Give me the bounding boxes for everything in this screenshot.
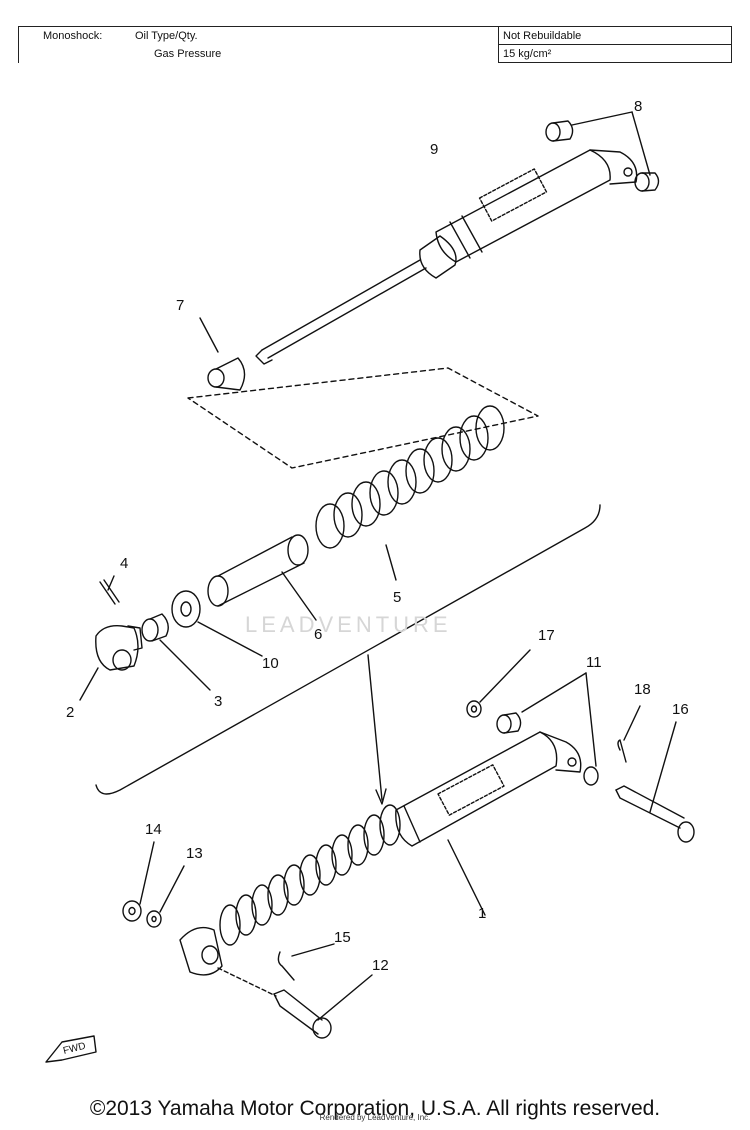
spec-label-cell: Monoshock: Oil Type/Qty. (18, 26, 499, 45)
collar-3 (141, 613, 211, 691)
callout-5: 5 (393, 589, 401, 606)
callout-14: 14 (145, 821, 162, 838)
shock-assembly-1 (179, 731, 582, 976)
cotter-pin-15 (277, 943, 335, 981)
callout-12: 12 (372, 957, 389, 974)
spec-value-oil: Not Rebuildable (498, 26, 732, 45)
bump-stop-7 (199, 317, 246, 391)
callout-10: 10 (262, 655, 279, 672)
fwd-label: FWD (62, 1041, 87, 1057)
spec-group-label: Monoshock: (43, 29, 103, 42)
watermark: LEADVENTURE (245, 612, 452, 637)
callout-17: 17 (538, 627, 555, 644)
washer-17 (466, 649, 531, 718)
callout-6: 6 (314, 626, 322, 643)
collar-8 (545, 111, 660, 192)
exploded-parts-diagram: FWD 1 2 3 4 5 6 7 8 9 10 11 12 13 14 15 … (45, 98, 695, 1063)
callout-3: 3 (214, 693, 222, 710)
spec-key-gas: Gas Pressure (18, 44, 499, 63)
spec-row-oil: Monoshock: Oil Type/Qty. Not Rebuildable (18, 26, 732, 45)
spec-key-oil: Oil Type/Qty. (135, 29, 198, 42)
fwd-arrow-icon: FWD (45, 1035, 97, 1063)
callout-7: 7 (176, 297, 184, 314)
cotter-pin-4 (99, 575, 120, 605)
dashed-assembly-outline (187, 367, 539, 469)
spec-value-gas: 15 kg/cm² (498, 44, 732, 63)
callout-8: 8 (634, 98, 642, 115)
callout-18: 18 (634, 681, 651, 698)
callout-15: 15 (334, 929, 351, 946)
callout-4: 4 (120, 555, 128, 572)
shock-body-upper (255, 149, 638, 365)
spec-row-gas: Gas Pressure 15 kg/cm² (18, 44, 732, 63)
spec-table: Monoshock:Oil Type/Qty. Not Rebuildable … (18, 26, 732, 63)
callout-9: 9 (430, 141, 438, 158)
copyright-notice: ©2013 Yamaha Motor Corporation, U.S.A. A… (89, 1097, 661, 1120)
bolt-16 (615, 721, 695, 843)
collar-11 (496, 672, 599, 786)
callout-13: 13 (186, 845, 203, 862)
end-eye-2 (79, 625, 143, 701)
callout-2: 2 (66, 704, 74, 721)
spring-5 (315, 405, 505, 581)
assembly-arrow (367, 654, 387, 805)
assembly-line-lower (217, 967, 277, 997)
nut-14 (122, 841, 155, 922)
washer-10 (171, 590, 263, 657)
bolt-12 (273, 974, 373, 1039)
washer-13 (146, 865, 185, 928)
callout-16: 16 (672, 701, 689, 718)
rendered-by-note: Rendered by LeadVenture, Inc. (319, 1113, 431, 1122)
callout-11: 11 (586, 654, 602, 671)
subassembly-bracket (95, 504, 601, 795)
callout-1: 1 (478, 905, 486, 922)
cotter-pin-18 (617, 705, 641, 763)
spacer-tube-6 (207, 534, 317, 621)
